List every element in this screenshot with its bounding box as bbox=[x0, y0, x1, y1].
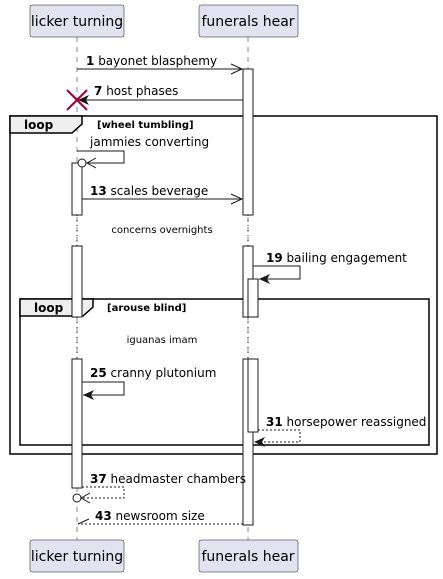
delay-label-1: concerns overnights bbox=[111, 225, 212, 236]
message-43: 43 newsroom size bbox=[77, 509, 243, 525]
message-7: 7 host phases bbox=[66, 84, 243, 111]
message-31-label: 31 horsepower reassigned bbox=[266, 415, 426, 429]
loop-outer-condition: [wheel tumbling] bbox=[97, 120, 194, 131]
loop-frame-outer: loop [wheel tumbling] bbox=[9, 115, 438, 455]
participant-left-label: licker turning bbox=[31, 14, 123, 30]
message-13-label: 13 scales beverage bbox=[90, 184, 208, 198]
message-37-label: 37 headmaster chambers bbox=[90, 472, 246, 486]
message-19-label: 19 bailing engagement bbox=[266, 251, 407, 265]
lost-message-circle-icon bbox=[77, 158, 87, 168]
participant-right-label: funerals hear bbox=[201, 14, 294, 30]
message-37: 37 headmaster chambers bbox=[72, 472, 246, 504]
message-7-label: 7 host phases bbox=[94, 84, 178, 98]
loop-outer-keyword: loop bbox=[24, 118, 54, 132]
delay-dots-2 bbox=[76, 317, 249, 359]
message-31: 31 horsepower reassigned bbox=[254, 415, 426, 447]
message-jammies-label: jammies converting bbox=[89, 135, 209, 149]
activation-right-nested bbox=[247, 278, 259, 433]
delay-dots-1 bbox=[76, 215, 249, 246]
message-jammies: jammies converting bbox=[77, 135, 209, 169]
activation-left bbox=[71, 162, 83, 489]
participant-right-bottom: funerals hear bbox=[198, 539, 299, 573]
loop-inner-keyword: loop bbox=[34, 301, 64, 315]
message-1: 1 bayonet blasphemy bbox=[77, 54, 244, 75]
message-19: 19 bailing engagement bbox=[253, 251, 407, 284]
participant-left-top: licker turning bbox=[29, 4, 125, 38]
destroy-icon bbox=[66, 89, 88, 111]
participant-right-top: funerals hear bbox=[198, 4, 299, 38]
message-1-label: 1 bayonet blasphemy bbox=[86, 54, 217, 68]
loop-inner-condition: [arouse blind] bbox=[107, 303, 186, 314]
participant-left-bottom-label: licker turning bbox=[31, 549, 123, 565]
message-25-label: 25 cranny plutonium bbox=[90, 366, 216, 380]
found-message-circle-icon bbox=[72, 493, 82, 503]
participant-right-bottom-label: funerals hear bbox=[201, 549, 294, 565]
participant-left-bottom: licker turning bbox=[29, 539, 125, 573]
message-25: 25 cranny plutonium bbox=[82, 366, 216, 400]
message-13: 13 scales beverage bbox=[82, 184, 244, 205]
message-43-label: 43 newsroom size bbox=[95, 509, 205, 523]
delay-label-2: iguanas imam bbox=[127, 335, 198, 346]
